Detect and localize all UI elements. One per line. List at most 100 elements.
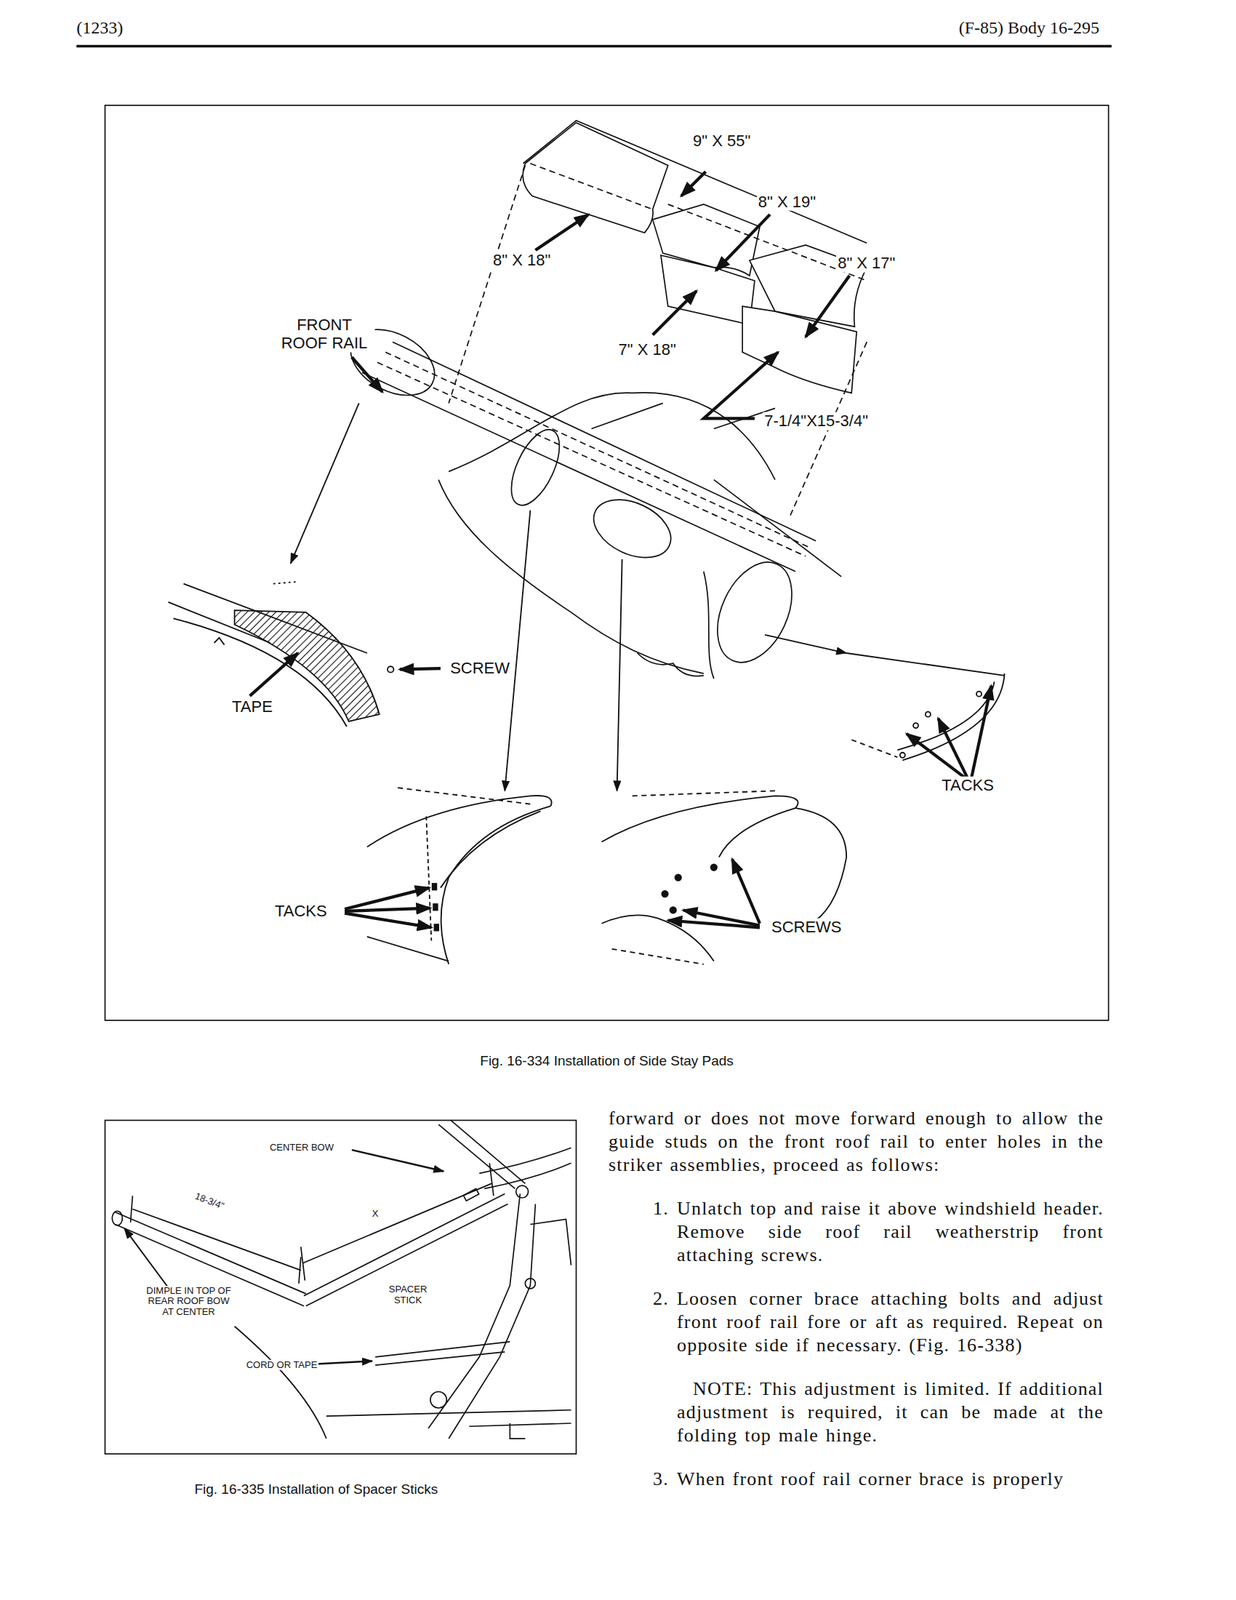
page-header-rule [76,45,1112,47]
drawing-part [501,422,570,512]
part-name: SCREW [448,658,512,677]
drawing-part [387,665,394,672]
part-name: CENTER BOW [268,1142,336,1154]
drawing-part [344,908,431,912]
drawing-part [428,1193,520,1428]
drawing-part [273,581,299,584]
drawing-part [250,652,299,696]
drawing-part [900,752,906,758]
tacks-detail-right [846,652,1005,781]
pad-size: 7-1/4"X15-3/4" [762,412,870,431]
drawing-part [851,739,898,757]
drawing-part [652,290,697,335]
drawing-part [484,1162,571,1189]
pad-size: 8" X 18" [491,250,552,270]
drawing-part [432,883,437,890]
drawing-part [298,1256,302,1283]
drawing-part [450,1119,525,1183]
drawing-part [530,163,653,210]
drawing-part [970,685,991,781]
drawing-part [375,1351,505,1365]
drawing-part [104,105,1109,1021]
drawing-part [612,948,704,965]
front-roof-rail [339,316,842,679]
list-item: 2.Loosen corner brace attaching bolts an… [608,1286,1104,1357]
drawing-part [504,510,531,792]
drawing-part [719,807,796,857]
drawing-part [617,559,623,791]
drawing-part [114,1212,306,1294]
figure-frames [104,105,1109,1454]
pad-size: 8" X 19" [756,192,818,211]
drawing-part [351,356,383,392]
drawing-part [463,1188,479,1201]
drawing-part [742,306,857,393]
drawing-part [214,637,225,645]
drawing-part [702,550,807,674]
figure-caption: Fig. 16-335 Installation of Spacer Stick… [192,1481,440,1497]
drawing-part [661,890,668,897]
drawing-part [602,795,799,842]
part-name: TACKS [273,901,329,920]
tape-detail [167,581,441,727]
drawing-part [290,402,360,563]
drawing-part [438,1124,515,1189]
text-column: forward or does not move forward enough … [608,1106,1104,1491]
drawing-part [344,913,432,928]
drawing-part [434,924,440,930]
body-paragraph: forward or does not move forward enough … [608,1106,1104,1177]
figure-caption: Fig. 16-334 Installation of Side Stay Pa… [478,1052,736,1069]
drawing-part [925,711,931,717]
list-item: 3.When front roof rail corner brace is p… [608,1467,1104,1491]
drawing-part [440,810,541,888]
step-number: 3. [652,1467,677,1491]
part-name: SPACER STICK [379,1284,437,1306]
drawing-part [703,351,778,419]
drawing-part [681,171,706,197]
drawing-part [76,45,1112,48]
drawing-part [535,214,589,251]
drawing-part [351,1149,444,1171]
drawing-part [430,1391,447,1408]
drawing-part [668,920,760,928]
drawing-part [795,807,847,920]
drawing-part [913,722,919,728]
drawing-part [713,479,842,577]
drawing-part [344,887,429,909]
drawing-part [703,571,714,679]
drawing-part [385,351,811,548]
drawing-part [367,936,449,962]
dimension: X [370,1208,381,1220]
pad-size: 9" X 55" [691,131,752,150]
step-number: 2. [652,1286,677,1357]
drawing-part [468,1422,571,1426]
drawing-part [584,487,680,569]
drawing-part [124,1228,168,1287]
drawing-part [130,1195,134,1222]
list-item: 1.Unlatch top and raise it above windshi… [608,1196,1104,1267]
drawing-part [362,372,796,572]
step-text: When front roof rail corner brace is pro… [676,1467,1104,1491]
drawing-part [711,863,717,870]
note-paragraph: NOTE: This adjustment is limited. If add… [676,1377,1104,1447]
drawing-part [732,858,760,923]
pad-size: 7" X 18" [617,340,678,360]
drawing-part [397,787,531,804]
drawing-part [805,275,850,337]
drawing-part [448,165,525,404]
step-text: Loosen corner brace attaching bolts and … [676,1286,1104,1357]
drawing-part [530,1218,571,1265]
drawing-part [716,214,770,271]
drawing-part [399,668,441,669]
tacks-detail-left [344,787,552,965]
drawing-part [764,634,847,653]
drawing-part [377,362,806,557]
drawing-part [937,718,969,781]
drawing-part [303,1182,492,1263]
drawing-part [303,1193,505,1295]
pad-size: 8" X 17" [836,254,897,273]
drawing-part [637,652,704,677]
dimension: 18-3/4" [191,1190,227,1213]
drawing-part [632,790,776,796]
